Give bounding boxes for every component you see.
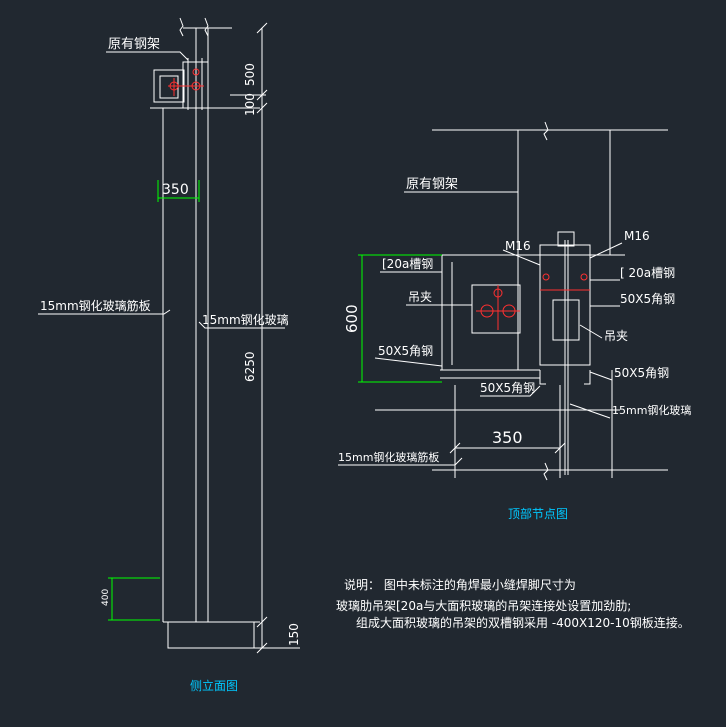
side-view-caption: 侧立面图 bbox=[190, 678, 238, 693]
side-glass-rib-label: 15mm钢化玻璃筋板 bbox=[40, 298, 151, 313]
node-bolt-4 bbox=[542, 273, 550, 281]
clamp-plate bbox=[471, 284, 521, 334]
side-dim-150: 150 bbox=[287, 623, 301, 646]
node-angle-bottom: 50X5角钢 bbox=[480, 381, 535, 395]
dim-tick-6250 bbox=[256, 616, 268, 628]
leader-glass bbox=[198, 321, 285, 329]
leader-angle-right-bottom bbox=[589, 371, 613, 381]
leader-glass-rib bbox=[38, 309, 171, 315]
leader-glass-node bbox=[569, 403, 611, 419]
node-clamp-left: 吊夹 bbox=[408, 290, 432, 304]
node-angle-left: 50X5角钢 bbox=[378, 344, 433, 358]
channel-right-lip bbox=[539, 370, 546, 385]
hanger-plate bbox=[159, 75, 179, 99]
floor-base bbox=[167, 621, 255, 649]
side-glass-label: 15mm钢化玻璃 bbox=[202, 313, 289, 327]
node-dim-350: 350 bbox=[492, 428, 523, 447]
notes: 说明： 图中未标注的角焊最小缝焊脚尺寸为 玻璃肋吊架[20a与大面积玻璃的吊架连… bbox=[336, 577, 690, 630]
side-dim-400: 400 bbox=[101, 589, 111, 606]
dim-tick-top bbox=[256, 22, 268, 34]
node-angle-right-bottom: 50X5角钢 bbox=[614, 366, 669, 380]
side-dim-350: 350 bbox=[162, 182, 189, 198]
node-green-dims bbox=[358, 254, 442, 383]
leader-angle-left bbox=[374, 357, 443, 367]
side-texts: 原有钢架 15mm钢化玻璃筋板 15mm钢化玻璃 350 500 100 625… bbox=[40, 37, 301, 646]
leader-angle-bottom bbox=[480, 385, 541, 397]
side-dim-500: 500 bbox=[243, 63, 257, 86]
node-texts: 原有钢架 M16 M16 [20a槽钢 [ 20a槽钢 吊夹 50X5角钢 吊夹… bbox=[338, 177, 691, 464]
node-dim-600: 600 bbox=[343, 304, 361, 333]
node-detail-caption: 顶部节点图 bbox=[508, 506, 568, 521]
leader-clamp-right bbox=[579, 324, 603, 339]
dim-350-tick-l bbox=[449, 442, 461, 454]
node-glass-label: 15mm钢化玻璃 bbox=[612, 403, 691, 417]
bolt-3 bbox=[192, 68, 200, 76]
node-channel-right: [ 20a槽钢 bbox=[620, 266, 675, 280]
node-clamp-right: 吊夹 bbox=[604, 329, 628, 343]
side-elevation bbox=[38, 17, 300, 654]
side-dim-6250: 6250 bbox=[243, 351, 257, 382]
frame-break bbox=[543, 121, 549, 141]
break-mark-top bbox=[179, 17, 184, 37]
node-detail bbox=[338, 121, 668, 481]
node-bolt-5 bbox=[580, 273, 588, 281]
node-m16-right: M16 bbox=[624, 229, 650, 243]
node-glass-rib-label: 15mm钢化玻璃筋板 bbox=[338, 450, 439, 464]
leader-rib-node bbox=[338, 457, 463, 466]
dim-tick-150 bbox=[256, 642, 268, 654]
channel-right-lip2 bbox=[584, 370, 591, 385]
leader-existing-frame bbox=[106, 51, 189, 61]
leader-m16-left bbox=[502, 249, 541, 266]
notes-line-3: 组成大面积玻璃的吊架的双槽钢采用 -400X120-10钢板连接。 bbox=[356, 615, 690, 630]
leader-m16-right bbox=[589, 242, 623, 259]
dim-350-tick-r bbox=[554, 442, 566, 454]
break-bottom bbox=[543, 462, 549, 481]
node-existing-frame-label: 原有钢架 bbox=[406, 177, 458, 192]
clamp-right bbox=[552, 299, 580, 341]
node-channel-left: [20a槽钢 bbox=[382, 257, 433, 271]
dim-tick-100 bbox=[256, 102, 268, 114]
node-m16-left: M16 bbox=[505, 239, 531, 253]
channel-left bbox=[441, 254, 519, 371]
notes-line-2: 玻璃肋吊架[20a与大面积玻璃的吊架连接处设置加劲肋; bbox=[336, 598, 631, 613]
bolt-head bbox=[557, 231, 575, 247]
side-existing-frame-label: 原有钢架 bbox=[108, 37, 160, 52]
node-angle-right-top: 50X5角钢 bbox=[620, 292, 675, 306]
side-dim-100: 100 bbox=[243, 93, 257, 116]
break-mark-right bbox=[204, 17, 209, 37]
notes-line-1: 说明： 图中未标注的角焊最小缝焊脚尺寸为 bbox=[344, 577, 576, 592]
node-bolts bbox=[476, 273, 590, 330]
side-green-dims bbox=[108, 180, 200, 621]
hanger-clamp bbox=[182, 61, 209, 109]
